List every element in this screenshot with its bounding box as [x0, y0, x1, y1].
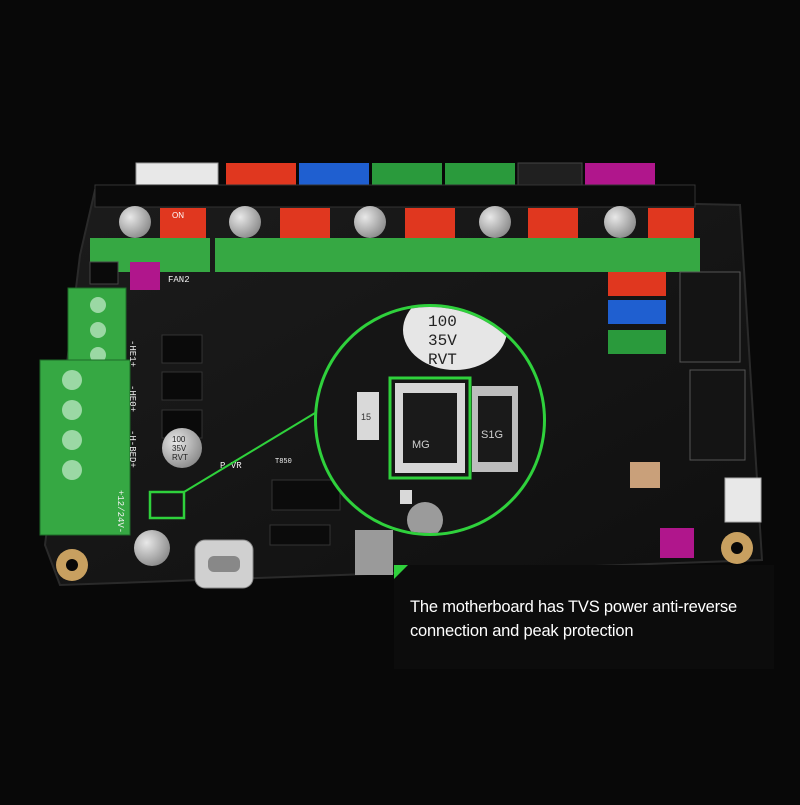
- driver-modules: [90, 206, 700, 272]
- driver-2: [215, 206, 340, 272]
- label-t850: T850: [275, 458, 292, 466]
- power-terminals: [39, 287, 131, 536]
- capacitor-main: 100 35V RVT: [134, 428, 202, 566]
- top-connectors: [135, 162, 655, 186]
- zoom-small-part: [357, 392, 379, 440]
- zoom-chip-right-label: S1G: [481, 429, 503, 441]
- connector-blue: [299, 163, 369, 185]
- fan-connector: [130, 262, 160, 290]
- black-header-left: [89, 261, 119, 285]
- header-row: [94, 184, 696, 208]
- mosfets: [161, 334, 203, 439]
- dip-label: ON: [172, 211, 184, 220]
- label-pvr: P VR: [220, 461, 242, 471]
- caption-box: The motherboard has TVS power anti-rever…: [394, 565, 774, 669]
- label-vin: +12/24V-: [115, 490, 125, 533]
- zoom-cap-line-2: 35V: [428, 332, 457, 350]
- zoom-small-label: 15: [361, 412, 371, 422]
- connector-white: [135, 162, 219, 186]
- ic-main: [271, 479, 341, 511]
- driver-4: [465, 206, 590, 272]
- zoom-cap-line-3: RVT: [428, 351, 457, 369]
- connector-magenta: [585, 163, 655, 185]
- connector-green-2: [445, 163, 515, 185]
- zoom-cap-line-1: 100: [428, 313, 457, 331]
- zoom-chip-left-label: MG: [412, 439, 430, 451]
- cap-label-2: 35V: [172, 444, 187, 453]
- zoom-magnifier: 100 35V RVT 15 MG S1G: [314, 304, 546, 536]
- driver-3: [340, 206, 465, 272]
- silkscreen-labels: FAN2 -HE1+ -HE0+ -H-BED+ +12/24V- P VR T…: [115, 275, 292, 533]
- zoom-tvs-highlight: [388, 376, 472, 480]
- sd-slot: [355, 530, 393, 575]
- connector-black: [517, 162, 583, 186]
- product-description: The motherboard has TVS power anti-rever…: [410, 598, 737, 640]
- driver-5: [590, 206, 700, 272]
- connector-red: [226, 163, 296, 185]
- connector-green-1: [372, 163, 442, 185]
- cap-label-1: 100: [172, 435, 186, 444]
- cap-label-3: RVT: [172, 453, 188, 462]
- caption-accent: [394, 565, 408, 579]
- label-he1: -HE1+: [127, 340, 137, 367]
- endstop-connectors: [608, 271, 762, 558]
- ic-secondary: [269, 524, 331, 546]
- label-fan2: FAN2: [168, 275, 190, 285]
- label-he0: -HE0+: [127, 385, 137, 412]
- zoom-pointer-line: [183, 409, 321, 493]
- tvs-highlight-box: [148, 490, 186, 520]
- label-bed: -H-BED+: [127, 430, 137, 468]
